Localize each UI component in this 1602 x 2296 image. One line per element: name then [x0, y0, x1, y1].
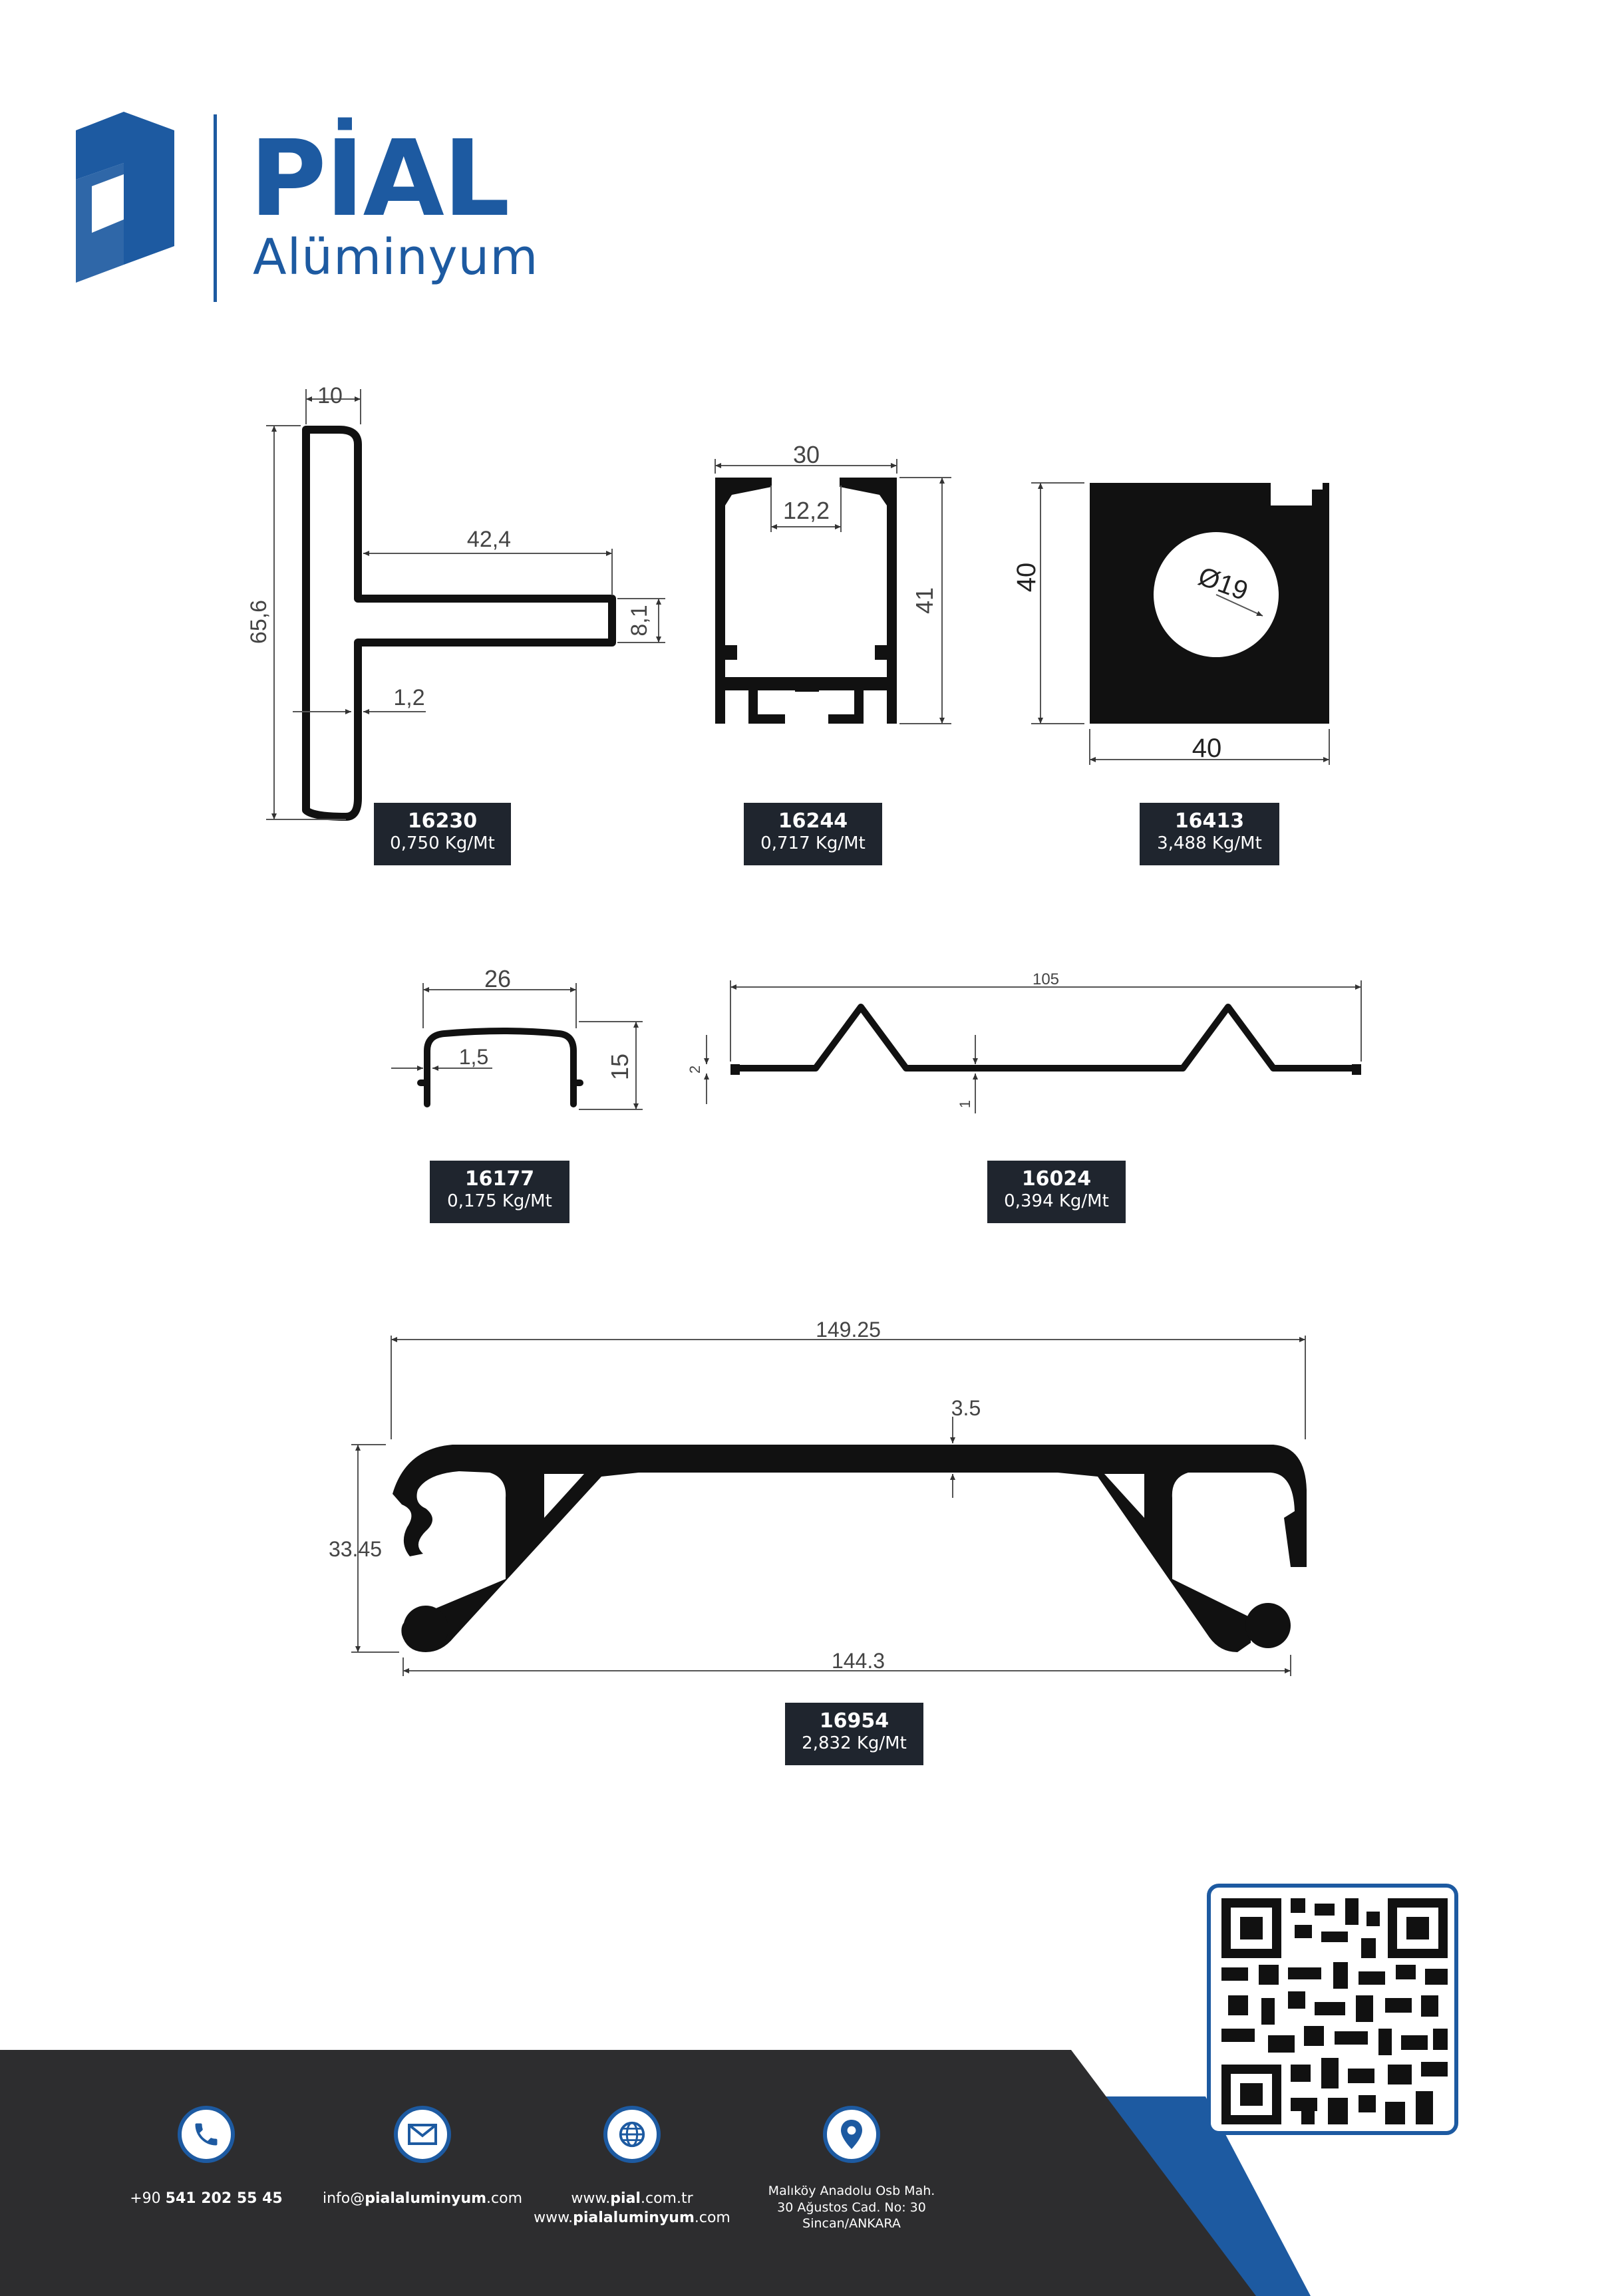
profile-16177-drawing [417, 1028, 583, 1107]
mail-icon [394, 2106, 451, 2163]
email-tld: .com [486, 2190, 523, 2207]
profile-label-16024: 16024 0,394 Kg/Mt [987, 1161, 1126, 1223]
profile-code: 16024 [1021, 1167, 1092, 1191]
profile-label-16230: 16230 0,750 Kg/Mt [374, 803, 511, 865]
web1-prefix: www. [571, 2190, 611, 2207]
web2-prefix: www. [534, 2209, 573, 2226]
qr-code[interactable] [1207, 1884, 1458, 2135]
profile-16230-drawing [302, 426, 616, 821]
phone-number: 541 202 55 45 [165, 2190, 283, 2207]
phone-icon [178, 2106, 235, 2163]
dim-16024-h: 2 [687, 1066, 703, 1074]
email-domain: pialaluminyum [365, 2190, 487, 2207]
profile-label-16413: 16413 3,488 Kg/Mt [1140, 803, 1279, 865]
profile-code: 16954 [819, 1709, 889, 1733]
profile-weight: 0,394 Kg/Mt [1004, 1191, 1109, 1211]
profile-code: 16177 [464, 1167, 535, 1191]
dim-16177-wall: 1,5 [459, 1045, 488, 1069]
web2-domain: pialaluminyum [573, 2209, 695, 2226]
profile-weight: 2,832 Kg/Mt [802, 1733, 907, 1753]
globe-icon [603, 2106, 661, 2163]
profile-code: 16413 [1174, 809, 1245, 833]
profile-weight: 0,175 Kg/Mt [447, 1191, 552, 1211]
dim-16177-height: 15 [606, 1054, 633, 1080]
profile-weight: 3,488 Kg/Mt [1157, 833, 1262, 853]
address-line-2: 30 Ağustos Cad. No: 30 [777, 2200, 926, 2215]
dim-16244-inner: 12,2 [783, 497, 830, 524]
dim-16230-top: 10 [317, 383, 343, 408]
dim-16230-armh: 8,1 [627, 605, 652, 636]
dim-16024-width: 105 [1033, 970, 1059, 988]
dim-16230-arm: 42,4 [467, 527, 511, 552]
dim-16230-height: 65,6 [246, 600, 271, 644]
dim-16177-width: 26 [484, 965, 511, 992]
dim-16954-bottom: 144.3 [832, 1649, 885, 1673]
dim-16024-t: 1 [957, 1100, 973, 1108]
dim-16954-thick: 3.5 [951, 1396, 981, 1420]
web2-tld: .com [694, 2209, 730, 2226]
profile-16024-drawing [730, 1004, 1361, 1072]
footer-phone[interactable]: +90 541 202 55 45 [126, 2106, 286, 2209]
address-line-3: Sincan/ANKARA [802, 2216, 901, 2231]
profile-label-16244: 16244 0,717 Kg/Mt [744, 803, 882, 865]
address-line-1: Malıköy Anadolu Osb Mah. [768, 2184, 935, 2198]
brand-sub: Alüminyum [253, 229, 539, 286]
dim-16413-height: 40 [1012, 563, 1041, 593]
logo-divider [214, 114, 217, 302]
profile-label-16954: 16954 2,832 Kg/Mt [785, 1703, 923, 1765]
footer-email[interactable]: info@pialaluminyum.com [319, 2106, 526, 2209]
phone-prefix: +90 [130, 2190, 166, 2207]
profile-16413-drawing [1090, 483, 1329, 724]
brand-name: PİAL [249, 118, 510, 240]
dim-16244-width: 30 [793, 441, 820, 468]
dim-16954-height: 33.45 [329, 1537, 382, 1561]
profile-16954-drawing [393, 1445, 1307, 1652]
web1-domain: pial [610, 2190, 641, 2207]
profile-label-16177: 16177 0,175 Kg/Mt [430, 1161, 569, 1223]
profile-code: 16230 [407, 809, 478, 833]
dim-16244-height: 41 [911, 587, 938, 614]
dim-16954-width: 149.25 [816, 1318, 881, 1342]
profile-weight: 0,717 Kg/Mt [760, 833, 866, 853]
dim-16413-width: 40 [1192, 734, 1222, 763]
email-user: info@ [322, 2190, 365, 2207]
web1-tld: .com.tr [640, 2190, 693, 2207]
profile-code: 16244 [778, 809, 848, 833]
footer-address[interactable]: Malıköy Anadolu Osb Mah. 30 Ağustos Cad.… [758, 2106, 945, 2232]
qr-pattern [1221, 1898, 1448, 2124]
profile-16244-drawing [715, 478, 897, 724]
profile-weight: 0,750 Kg/Mt [390, 833, 495, 853]
location-pin-icon [823, 2106, 880, 2163]
footer-web[interactable]: www.pial.com.tr www.pialaluminyum.com [532, 2106, 732, 2227]
dim-16230-wall: 1,2 [393, 685, 424, 710]
